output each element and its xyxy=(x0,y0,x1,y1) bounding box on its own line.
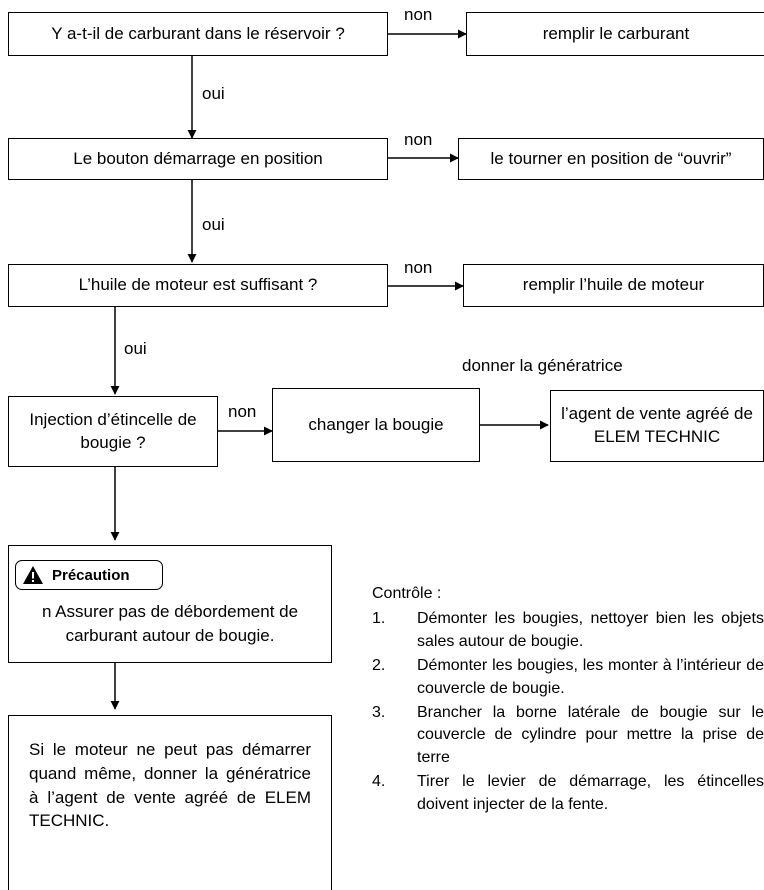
label-yes: oui xyxy=(202,84,225,103)
question-spark: Injection d’étincelle de bougie ? xyxy=(8,396,218,467)
control-title: Contrôle : xyxy=(372,585,442,602)
question-engine-oil: L’huile de moteur est suffisant ? xyxy=(8,264,388,307)
caution-box: Précaution n Assurer pas de débordement … xyxy=(8,545,332,663)
question-fuel: Y a-t-il de carburant dans le réservoir … xyxy=(8,12,388,56)
control-item: 3.Brancher la borne latérale de bougie s… xyxy=(372,703,764,766)
caption-give-generator: donner la génératrice xyxy=(462,356,623,375)
control-item: 1.Démonter les bougies, nettoyer bien le… xyxy=(372,610,764,650)
action-change-spark-plug: changer la bougie xyxy=(272,388,480,462)
control-list: 1.Démonter les bougies, nettoyer bien le… xyxy=(372,608,764,816)
label-no: non xyxy=(404,5,433,24)
label-no: non xyxy=(404,130,433,149)
control-item: 2.Démonter les bougies, les monter à l’i… xyxy=(372,657,764,697)
label-yes: oui xyxy=(124,339,147,358)
label-no: non xyxy=(404,258,433,277)
action-fill-oil: remplir l’huile de moteur xyxy=(463,264,764,307)
caution-text: n Assurer pas de débordement de carburan… xyxy=(41,602,299,645)
caution-badge: Précaution xyxy=(15,560,163,590)
warning-triangle-icon xyxy=(23,566,43,584)
control-section: Contrôle : 1.Démonter les bougies, netto… xyxy=(372,583,764,818)
control-item: 4.Tirer le levier de démarrage, les étin… xyxy=(372,773,764,813)
caution-title: Précaution xyxy=(52,566,130,584)
question-start-switch: Le bouton démarrage en position xyxy=(8,138,388,180)
label-yes: oui xyxy=(202,215,225,234)
action-turn-switch-on: le tourner en position de “ouvrir” xyxy=(458,138,764,180)
action-fill-fuel: remplir le carburant xyxy=(466,12,764,56)
action-authorized-dealer: l’agent de vente agréé de ELEM TECHNIC xyxy=(550,390,764,462)
final-instruction: Si le moteur ne peut pas démarrer quand … xyxy=(8,715,332,890)
label-no: non xyxy=(228,402,257,421)
